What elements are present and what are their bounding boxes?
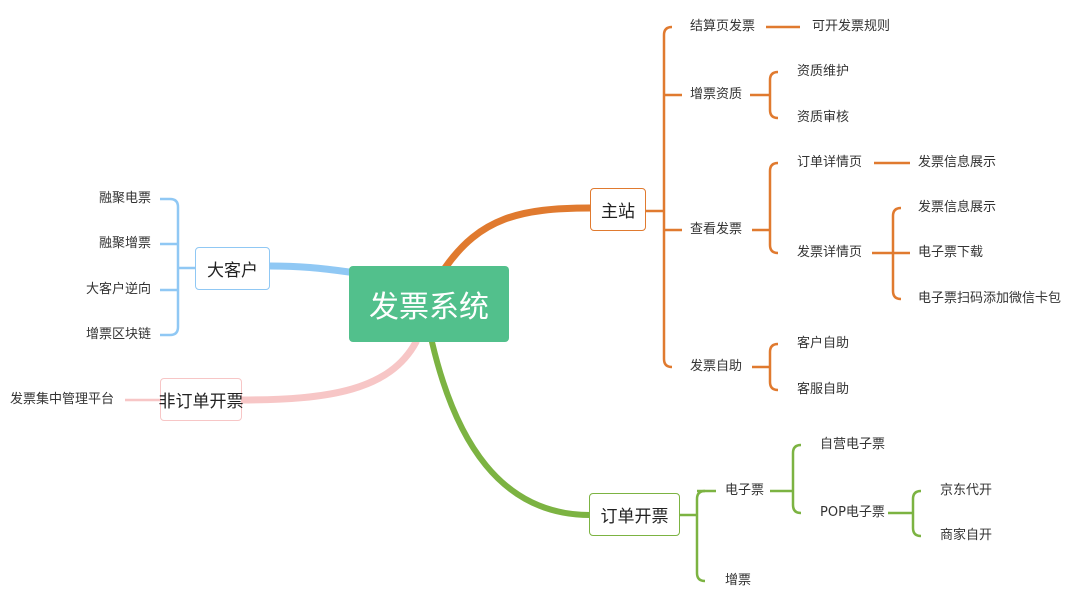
node-big-client-item[interactable]: 大客户逆向 [85, 282, 151, 297]
node-staff-self-service[interactable]: 客服自助 [797, 382, 850, 397]
node-self-run-etick[interactable]: 自营电子票 [820, 437, 886, 452]
node-settlement-invoice[interactable]: 结算页发票 [690, 19, 756, 34]
node-order-detail-page[interactable]: 订单详情页 [797, 155, 863, 170]
root-node[interactable]: 发票系统 [349, 266, 509, 342]
node-big-client-item[interactable]: 增票区块链 [85, 327, 151, 342]
branch-order-invoice-line [429, 339, 593, 518]
order-invoice-subtree-lines [680, 443, 922, 583]
node-order-invoice[interactable]: 订单开票 [589, 493, 680, 536]
node-big-client-item[interactable]: 融聚电票 [98, 191, 151, 206]
node-invoice-rule[interactable]: 可开发票规则 [812, 19, 891, 34]
node-view-invoice[interactable]: 查看发票 [690, 222, 743, 237]
node-merchant-issue[interactable]: 商家自开 [940, 528, 993, 543]
node-big-client-item[interactable]: 融聚增票 [98, 236, 151, 251]
node-order-detail-info[interactable]: 发票信息展示 [918, 155, 997, 170]
node-non-order-invoice[interactable]: 非订单开票 [159, 378, 244, 421]
node-big-client[interactable]: 大客户 [195, 247, 270, 290]
node-vat-qualification[interactable]: 增票资质 [690, 87, 743, 102]
big-client-subtree-lines [160, 197, 195, 337]
node-qualification-maintain[interactable]: 资质维护 [797, 64, 850, 79]
node-invoice-detail-page[interactable]: 发票详情页 [797, 245, 863, 260]
node-qualification-audit[interactable]: 资质审核 [797, 110, 850, 125]
branch-main-site-line [441, 204, 594, 272]
node-main-site[interactable]: 主站 [590, 188, 646, 231]
node-etick-wechat[interactable]: 电子票扫码添加微信卡包 [918, 291, 1062, 306]
node-customer-self-service[interactable]: 客户自助 [797, 336, 850, 351]
node-invoice-platform[interactable]: 发票集中管理平台 [10, 392, 115, 407]
node-etick-download[interactable]: 电子票下载 [918, 245, 984, 260]
node-pop-etick[interactable]: POP电子票 [820, 505, 885, 520]
branch-big-client-line [266, 262, 353, 276]
node-vat-invoice[interactable]: 增票 [725, 573, 752, 588]
node-jd-proxy-issue[interactable]: 京东代开 [940, 483, 993, 498]
node-invoice-detail-info[interactable]: 发票信息展示 [918, 200, 997, 215]
node-invoice-self-service[interactable]: 发票自助 [690, 359, 743, 374]
node-electronic-invoice[interactable]: 电子票 [725, 483, 765, 498]
main-site-subtree-lines [645, 25, 910, 392]
branch-non-order-line [237, 338, 420, 404]
